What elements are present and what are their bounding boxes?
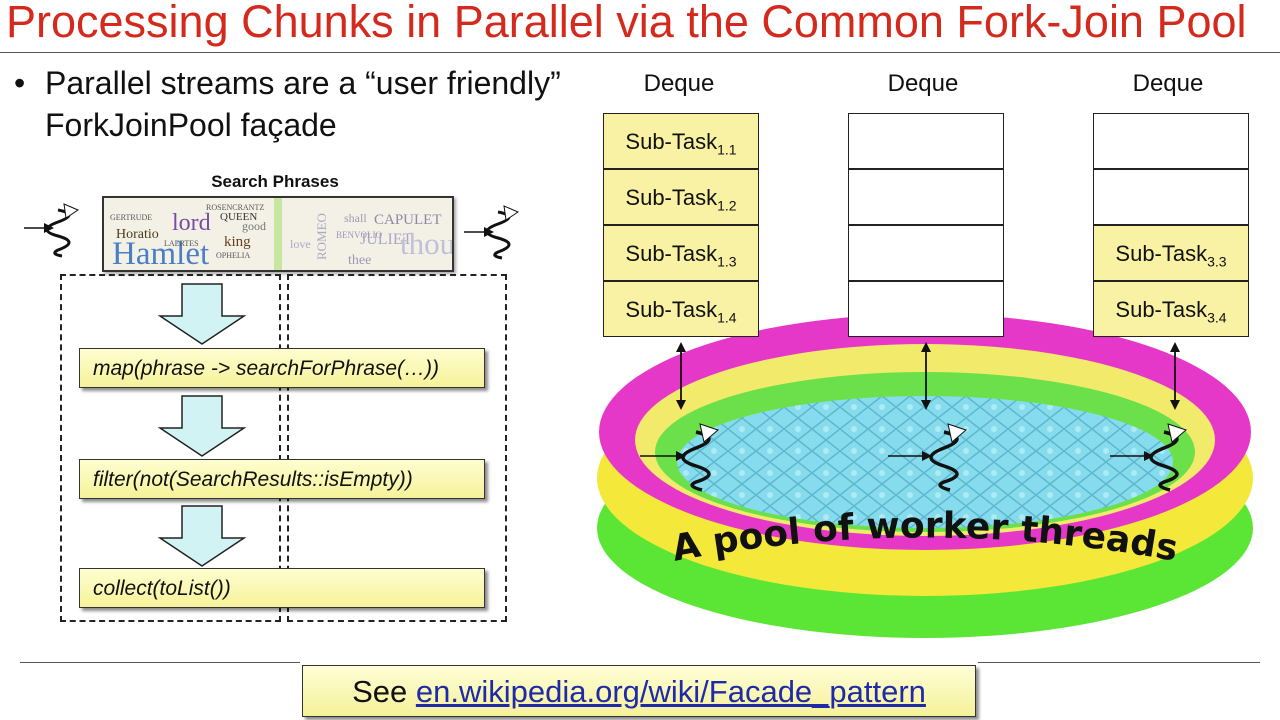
cell-subscript: 1.3 xyxy=(717,253,737,270)
reference-prefix: See xyxy=(352,674,416,709)
cloud-word: JULIET xyxy=(360,231,413,248)
cloud-word: ROMEO xyxy=(314,213,329,260)
cell-subscript: 3.4 xyxy=(1207,309,1227,326)
reference-box: See en.wikipedia.org/wiki/Facade_pattern xyxy=(302,665,976,717)
cloud-word: BENVOLIO xyxy=(336,230,382,240)
pool-water xyxy=(677,396,1173,528)
pool-inner-rim xyxy=(655,372,1195,532)
slide-title: Processing Chunks in Parallel via the Co… xyxy=(6,0,1247,47)
deque-3-cell: Sub-Task3.3 xyxy=(1093,225,1249,281)
thread-icon xyxy=(24,203,80,258)
pool-illustration: A pool of worker threads xyxy=(597,314,1253,638)
filter-operation: filter(not(SearchResults::isEmpty)) xyxy=(79,459,485,499)
cell-subscript: 1.1 xyxy=(717,141,737,158)
search-phrases-label: Search Phrases xyxy=(211,172,339,191)
cell-label: Sub-Task xyxy=(625,241,718,266)
worker-chunk-boundary-right xyxy=(287,274,507,622)
cell-label: Sub-Task xyxy=(625,129,718,154)
facade-pattern-link[interactable]: en.wikipedia.org/wiki/Facade_pattern xyxy=(415,674,926,709)
title-divider xyxy=(0,52,1280,53)
cloud-word: lord xyxy=(172,210,211,236)
footer-rule-left xyxy=(20,662,300,663)
worker-chunk-boundary-left xyxy=(60,274,281,622)
footer-rule-right xyxy=(978,662,1260,663)
cloud-word: shall xyxy=(344,211,367,225)
cloud-word: king xyxy=(224,234,251,250)
deque-2-cell xyxy=(848,169,1004,225)
bullet-marker: • xyxy=(14,65,26,101)
deque-3-cell: Sub-Task3.4 xyxy=(1093,281,1249,337)
map-operation: map(phrase -> searchForPhrase(…)) xyxy=(79,348,485,388)
pool-ring-green xyxy=(597,418,1253,638)
bullet-text: Parallel streams are a “user friendly” F… xyxy=(45,65,561,143)
deque-title-3: Deque xyxy=(1132,70,1204,97)
pool-caption: A pool of worker threads xyxy=(669,505,1181,569)
pool-ring-magenta xyxy=(599,314,1251,550)
cloud-word: thou xyxy=(400,226,452,261)
cloud-word: CAPULET xyxy=(374,212,442,228)
cloud-word: Hamlet xyxy=(112,236,209,270)
pool-ring-yellow xyxy=(597,360,1253,596)
pool-caption-path: A pool of worker threads xyxy=(669,505,1181,569)
word-cloud-graphic: Hamlet lord king QUEEN Horatio LAERTES O… xyxy=(104,198,452,270)
thread-icon xyxy=(464,205,520,260)
pool-inner-wall xyxy=(635,344,1215,536)
cloud-word: OPHELIA xyxy=(216,251,250,260)
cloud-word: LAERTES xyxy=(164,239,199,248)
cloud-right-bg xyxy=(282,198,452,270)
deque-1-cell: Sub-Task1.3 xyxy=(603,225,759,281)
deque-2-cell xyxy=(848,225,1004,281)
cloud-left-bg xyxy=(104,198,274,270)
worker-thread-icon-2 xyxy=(888,423,967,492)
cloud-word: Horatio xyxy=(116,227,159,242)
deque-title-2: Deque xyxy=(887,70,959,97)
cloud-word: QUEEN xyxy=(220,211,257,223)
collect-operation: collect(toList()) xyxy=(79,568,485,608)
cloud-word: good xyxy=(242,219,266,233)
cloud-word: GERTRUDE xyxy=(110,213,152,222)
deque-1-cell: Sub-Task1.4 xyxy=(603,281,759,337)
cell-subscript: 1.2 xyxy=(717,197,737,214)
deque-title-1: Deque xyxy=(643,70,715,97)
search-phrases-word-cloud: Hamlet lord king QUEEN Horatio LAERTES O… xyxy=(102,196,454,272)
worker-thread-icon-3 xyxy=(1110,423,1187,492)
cloud-word: love xyxy=(290,237,311,251)
cell-label: Sub-Task xyxy=(625,185,718,210)
deque-2-cell xyxy=(848,281,1004,337)
cell-subscript: 1.4 xyxy=(717,309,737,326)
cell-label: Sub-Task xyxy=(1115,241,1208,266)
deque-3-cell xyxy=(1093,113,1249,169)
cell-label: Sub-Task xyxy=(1115,297,1208,322)
worker-thread-icon-1 xyxy=(640,423,719,492)
cloud-word: thee xyxy=(348,253,371,268)
cell-label: Sub-Task xyxy=(625,297,718,322)
deque-2-cell xyxy=(848,113,1004,169)
deque-1-cell: Sub-Task1.1 xyxy=(603,113,759,169)
deque-1-cell: Sub-Task1.2 xyxy=(603,169,759,225)
cloud-word: ROSENCRANTZ xyxy=(206,203,264,212)
deque-3-cell xyxy=(1093,169,1249,225)
cell-subscript: 3.3 xyxy=(1207,253,1227,270)
